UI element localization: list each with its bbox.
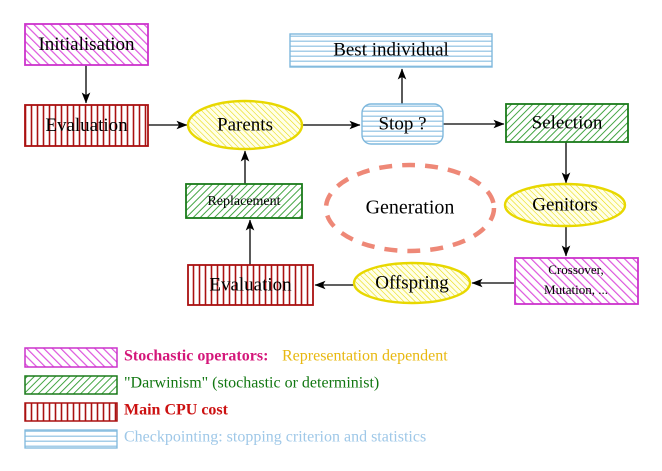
replacement-label: Replacement bbox=[207, 194, 280, 209]
evaluation-bottom-label: Evaluation bbox=[209, 274, 292, 295]
stop-label: Stop ? bbox=[378, 113, 426, 134]
evaluation-top-box[interactable] bbox=[24, 104, 149, 147]
evaluation-top-label: Evaluation bbox=[45, 115, 128, 136]
node-generation: Generation bbox=[323, 162, 497, 254]
stop-box[interactable] bbox=[361, 103, 444, 145]
genitors-label: Genitors bbox=[532, 194, 597, 215]
offspring-label: Offspring bbox=[375, 272, 449, 293]
legend-row-stochastic-operators: Stochastic operators: Representation dep… bbox=[24, 347, 448, 368]
node-offspring[interactable]: Offspring bbox=[352, 261, 472, 305]
legend-swatch-blue-horizontal bbox=[24, 429, 118, 449]
evaluation-bottom-box[interactable] bbox=[187, 264, 314, 306]
legend-label-stochastic-operators: Stochastic operators: bbox=[124, 348, 268, 365]
crossover-mutation-box[interactable] bbox=[514, 257, 639, 305]
crossover-mutation-label-line1: Crossover, bbox=[548, 262, 603, 277]
legend-swatch-red-vertical bbox=[24, 402, 118, 422]
node-evaluation-top[interactable]: Evaluation bbox=[24, 104, 149, 147]
node-evaluation-bottom[interactable]: Evaluation bbox=[187, 264, 314, 306]
legend-label-main-cpu-cost: Main CPU cost bbox=[124, 402, 229, 419]
legend-row-darwinism: "Darwinism" (stochastic or determinist) bbox=[24, 375, 379, 395]
node-crossover-mutation[interactable]: Crossover, Mutation, ... bbox=[514, 257, 639, 305]
crossover-mutation-label-line2: Mutation, ... bbox=[544, 282, 608, 297]
best-individual-label: Best individual bbox=[333, 39, 449, 60]
generation-dashed-ellipse bbox=[323, 162, 497, 254]
parents-ellipse[interactable] bbox=[186, 99, 304, 151]
node-best-individual[interactable]: Best individual bbox=[289, 33, 493, 68]
initialisation-label: Initialisation bbox=[38, 34, 135, 55]
offspring-ellipse[interactable] bbox=[352, 261, 472, 305]
legend-row-checkpointing: Checkpointing: stopping criterion and st… bbox=[24, 429, 426, 449]
initialisation-box[interactable] bbox=[24, 23, 149, 66]
legend-label-representation-dependent: Representation dependent bbox=[282, 348, 448, 365]
genitors-ellipse[interactable] bbox=[503, 182, 627, 228]
legend-swatch-magenta-diagonal bbox=[24, 347, 118, 368]
node-replacement[interactable]: Replacement bbox=[185, 183, 303, 219]
node-stop[interactable]: Stop ? bbox=[361, 103, 444, 145]
edges-layer bbox=[81, 65, 571, 290]
node-initialisation[interactable]: Initialisation bbox=[24, 23, 149, 66]
legend-row-main-cpu-cost: Main CPU cost bbox=[24, 402, 229, 422]
legend-swatch-green-diagonal bbox=[24, 375, 118, 395]
legend-label-darwinism: "Darwinism" (stochastic or determinist) bbox=[124, 375, 379, 392]
replacement-box[interactable] bbox=[185, 183, 303, 219]
selection-label: Selection bbox=[532, 112, 603, 133]
node-selection[interactable]: Selection bbox=[505, 103, 629, 143]
best-individual-box[interactable] bbox=[289, 33, 493, 68]
legend: Stochastic operators: Representation dep… bbox=[24, 347, 448, 449]
node-genitors[interactable]: Genitors bbox=[503, 182, 627, 228]
generation-label: Generation bbox=[366, 197, 455, 219]
selection-box[interactable] bbox=[505, 103, 629, 143]
legend-label-checkpointing: Checkpointing: stopping criterion and st… bbox=[124, 429, 426, 446]
parents-label: Parents bbox=[217, 114, 273, 135]
node-parents[interactable]: Parents bbox=[186, 99, 304, 151]
